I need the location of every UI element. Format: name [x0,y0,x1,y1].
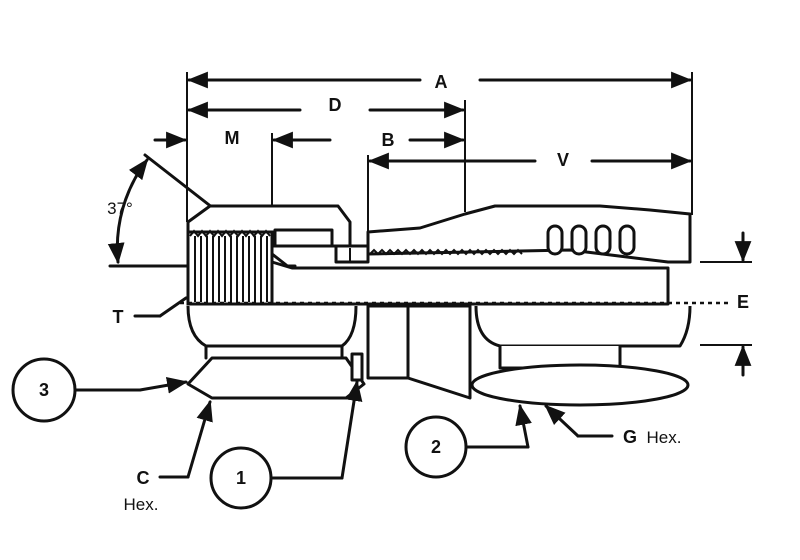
dim-a-label: A [435,72,448,92]
bubble-3: 3 [11,357,189,423]
stem [270,244,670,306]
bubble-3-text: 3 [39,380,49,400]
dimension-a: A [186,71,693,92]
dimension-d: D [186,95,466,119]
socket-hex-lower [366,304,692,407]
nut-hex-lower [186,305,366,400]
c-hex-label: Hex. [124,495,159,514]
socket [366,204,692,264]
dimension-m: M [153,128,332,149]
dimension-v: V [367,150,693,170]
dim-t-label: T [113,307,124,327]
dimension-b: B [382,130,466,150]
angle-label: 37° [107,199,133,218]
callout-t: T [113,296,188,327]
dim-v-label: V [557,150,569,170]
bubble-2-text: 2 [431,437,441,457]
callout-c-hex: C Hex. [124,399,213,514]
dim-d-label: D [329,95,342,115]
bubble-1: 1 [209,379,363,510]
dim-e-label: E [737,292,749,312]
dimension-e: E [734,231,752,377]
dim-m-label: M [225,128,240,148]
g-label: G [623,427,637,447]
dim-b-label: B [382,130,395,150]
callout-g-hex: G Hex. [544,404,682,447]
g-hex-label: Hex. [647,428,682,447]
swivel-nut [186,204,352,306]
bubble-1-text: 1 [236,468,246,488]
bubble-2: 2 [404,403,532,479]
c-label: C [137,468,150,488]
